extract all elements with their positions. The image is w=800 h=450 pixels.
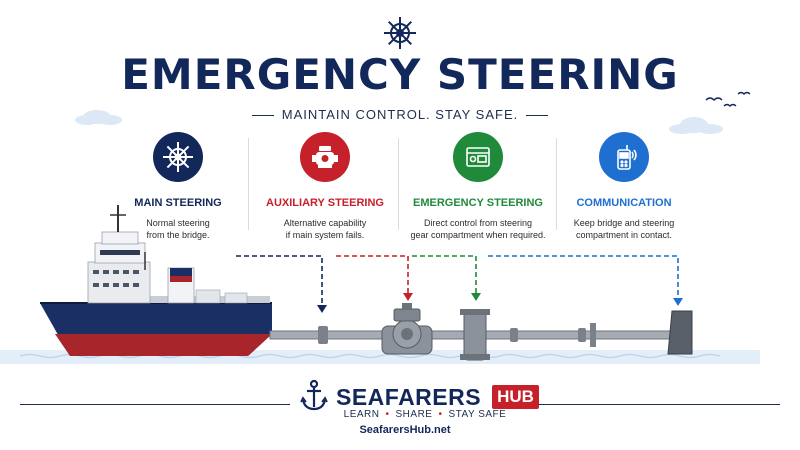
brand-hub-badge: HUB	[492, 385, 539, 409]
radio-handset-icon	[599, 132, 649, 182]
panel-auxiliary-steering: AUXILIARY STEERING Alternative capabilit…	[250, 132, 400, 241]
panel-title: COMMUNICATION	[576, 197, 672, 209]
brand-tagline: LEARN•SHARE•STAY SAFE	[343, 409, 507, 420]
ship-illustration	[40, 205, 272, 356]
panel-title: AUXILIARY STEERING	[266, 197, 384, 209]
panel-communication: COMMUNICATION Keep bridge and steering c…	[549, 132, 699, 241]
steering-pump	[381, 303, 433, 355]
steering-shaft	[269, 303, 693, 361]
ship-wheel-icon	[384, 17, 416, 49]
panel-description: Direct control from steering gear compar…	[410, 218, 546, 240]
cloud-icon	[669, 117, 723, 134]
connector-lines	[236, 255, 679, 305]
hydraulic-valve	[460, 309, 490, 361]
rudder	[667, 310, 693, 355]
divider	[248, 138, 249, 230]
ship-wheel-icon	[153, 132, 203, 182]
panel-title: EMERGENCY STEERING	[413, 197, 543, 209]
panel-description: Normal steering from the bridge.	[146, 218, 210, 240]
cloud-icon	[75, 110, 122, 125]
panel-main-steering: MAIN STEERING Normal steering from the b…	[103, 132, 253, 241]
subtitle-text: MAINTAIN CONTROL. STAY SAFE.	[281, 107, 519, 122]
divider	[556, 138, 557, 230]
brand-name: SEAFARERS	[336, 383, 482, 410]
divider	[398, 138, 399, 230]
panel-description: Keep bridge and steering compartment in …	[573, 218, 675, 240]
website-link[interactable]: SeafarersHub.net	[359, 424, 451, 436]
hydraulic-pump-icon	[300, 132, 350, 182]
panel-description: Alternative capability if main system fa…	[283, 218, 367, 240]
anchor-icon	[300, 379, 328, 411]
brand-logo: SEAFARERS HUB	[336, 380, 539, 414]
page-title: EMERGENCY STEERING	[121, 50, 679, 99]
panel-title: MAIN STEERING	[134, 197, 222, 209]
page-subtitle: MAINTAIN CONTROL. STAY SAFE.	[0, 107, 800, 122]
birds-icon	[705, 91, 751, 107]
footer-rule-left	[20, 404, 290, 405]
footer-rule-right	[520, 404, 780, 405]
panel-emergency-steering: EMERGENCY STEERING Direct control from s…	[403, 132, 553, 241]
control-panel-icon	[453, 132, 503, 182]
